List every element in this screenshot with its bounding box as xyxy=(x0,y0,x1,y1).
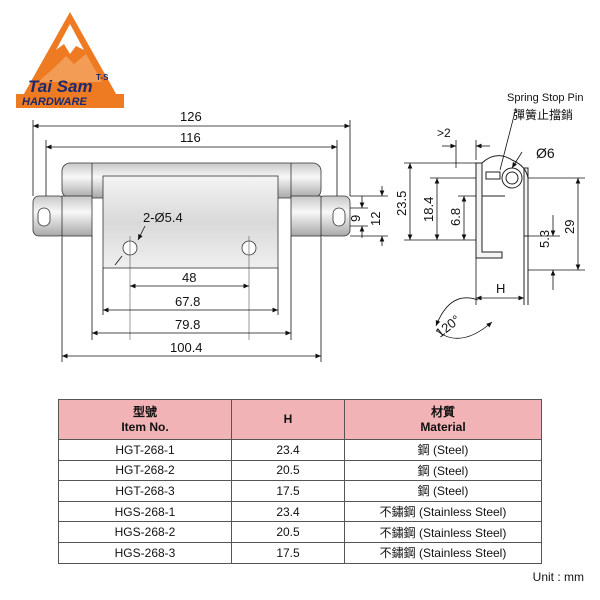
table-row: HGT-268-1 23.4 鋼 (Steel) xyxy=(58,439,542,461)
cell-item: HGS-268-2 xyxy=(58,521,232,543)
table-row: HGT-268-2 20.5 鋼 (Steel) xyxy=(58,459,542,482)
dim-79-8: 79.8 xyxy=(175,317,200,332)
right-leg xyxy=(290,195,322,237)
left-leg xyxy=(61,195,93,237)
cell-item: HGT-268-1 xyxy=(58,439,232,461)
logo-mountain-snow xyxy=(56,24,84,54)
cell-material: 不鏽鋼 (Stainless Steel) xyxy=(344,500,542,523)
cell-material: 不鏽鋼 (Stainless Steel) xyxy=(344,541,542,564)
header-item: 型號 Item No. xyxy=(58,399,232,440)
dim-6-8: 6.8 xyxy=(448,208,463,226)
side-dimensions xyxy=(404,107,585,339)
dim-23-5: 23.5 xyxy=(394,191,409,216)
dim-18-4: 18.4 xyxy=(421,197,436,222)
dim-H: H xyxy=(496,281,505,296)
cell-item: HGS-268-1 xyxy=(58,500,232,523)
header-material-en: Material xyxy=(420,419,466,434)
logo-band xyxy=(16,94,124,108)
unit-note: Unit : mm xyxy=(532,570,584,584)
front-dimensions xyxy=(32,120,388,362)
dim-67-8: 67.8 xyxy=(175,294,200,309)
logo-mountain-inner xyxy=(38,54,102,82)
header-material: 材質 Material xyxy=(344,399,542,440)
side-dim-labels: Spring Stop Pin 彈簧止擋銷 >2 Ø6 23.5 18.4 6.… xyxy=(394,92,583,340)
side-pin xyxy=(505,171,519,185)
cell-h: 17.5 xyxy=(231,480,345,502)
cell-h: 20.5 xyxy=(231,521,345,543)
dim-5-3: 5.3 xyxy=(537,230,552,248)
dim-100-4: 100.4 xyxy=(170,340,203,355)
front-view xyxy=(32,162,351,269)
dim-29: 29 xyxy=(562,220,577,234)
left-ear-slot xyxy=(37,207,51,227)
cell-material: 鋼 (Steel) xyxy=(344,459,542,482)
cell-item: HGS-268-3 xyxy=(58,541,232,564)
right-ear-slot xyxy=(332,207,346,227)
table-row: HGT-268-3 17.5 鋼 (Steel) xyxy=(58,480,542,502)
dim-126: 126 xyxy=(180,109,202,124)
dim-hole-spec: 2-Ø5.4 xyxy=(143,210,183,225)
dim-12: 12 xyxy=(368,212,383,226)
logo-line2: HARDWARE xyxy=(22,96,87,108)
callout-zh: 彈簧止擋銷 xyxy=(513,107,573,122)
header-h-label: H xyxy=(283,412,293,426)
cell-item: HGT-268-2 xyxy=(58,459,232,482)
logo-tag: T-S xyxy=(96,73,109,82)
cell-material: 鋼 (Steel) xyxy=(344,480,542,502)
header-material-zh: 材質 xyxy=(430,404,455,419)
cell-material: 不鏽鋼 (Stainless Steel) xyxy=(344,521,542,543)
tai-sam-logo: T-S Tai Sam HARDWARE xyxy=(16,12,124,108)
logo-line1: Tai Sam xyxy=(28,77,93,96)
table-row: HGS-268-3 17.5 不鏽鋼 (Stainless Steel) xyxy=(58,541,542,564)
dim-pin-dia: Ø6 xyxy=(536,145,555,161)
cell-item: HGT-268-3 xyxy=(58,480,232,502)
table-row: HGS-268-1 23.4 不鏽鋼 (Stainless Steel) xyxy=(58,500,542,523)
side-leaf-right xyxy=(523,167,529,237)
dim-48: 48 xyxy=(182,270,196,285)
dim-gap-2: >2 xyxy=(437,126,451,140)
header-item-en: Item No. xyxy=(121,419,169,434)
cell-h: 20.5 xyxy=(231,459,345,482)
dim-116: 116 xyxy=(180,130,201,145)
hinge-technical-drawing: 126 116 2-Ø5.4 48 67.8 79.8 100.4 9 12 xyxy=(32,92,585,362)
spec-table: 型號 Item No. H 材質 Material HGT-268-1 23.4… xyxy=(58,399,542,564)
cell-h: 17.5 xyxy=(231,541,345,564)
side-knuckle xyxy=(501,167,523,189)
callout-en: Spring Stop Pin xyxy=(507,92,583,104)
front-dim-labels: 126 116 2-Ø5.4 48 67.8 79.8 100.4 9 12 xyxy=(143,109,383,355)
cell-material: 鋼 (Steel) xyxy=(344,439,542,461)
header-h: H xyxy=(231,399,345,440)
spring-stop-pin xyxy=(485,171,501,180)
table-row: HGS-268-2 20.5 不鏽鋼 (Stainless Steel) xyxy=(58,521,542,543)
header-item-zh: 型號 xyxy=(132,404,157,419)
cell-h: 23.4 xyxy=(231,500,345,523)
dim-9: 9 xyxy=(348,215,363,222)
cell-h: 23.4 xyxy=(231,439,345,461)
table-header-row: 型號 Item No. H 材質 Material xyxy=(58,399,542,440)
dim-angle: 120° xyxy=(433,312,463,340)
